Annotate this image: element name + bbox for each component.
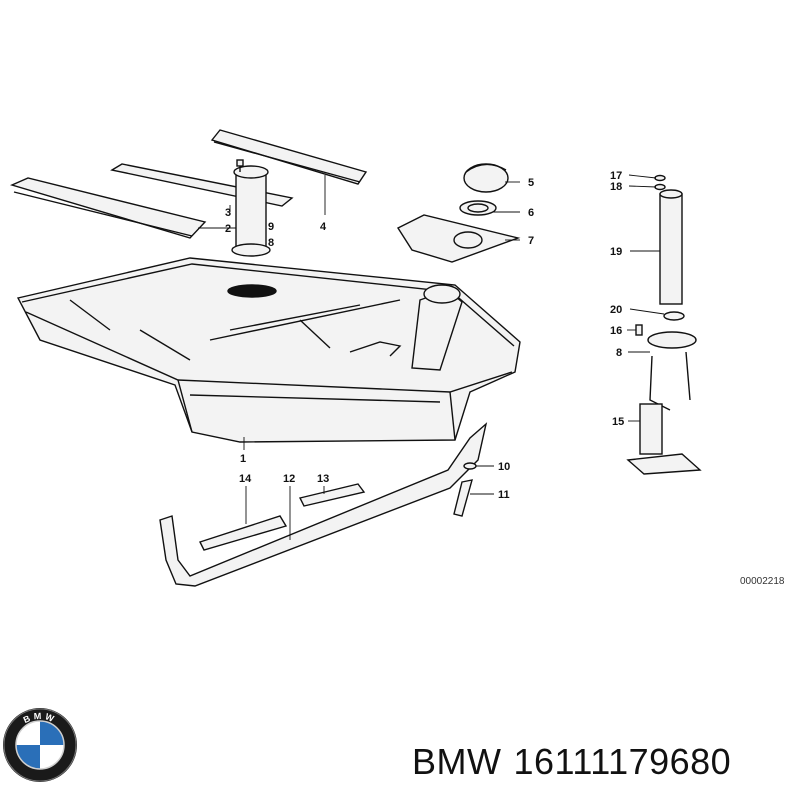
- flange-part-8: [647, 331, 697, 349]
- pad-part-14: [199, 515, 288, 551]
- callout-17: 17: [610, 170, 622, 182]
- callout-15: 15: [612, 416, 624, 428]
- callout-13: 13: [317, 473, 329, 485]
- callout-1: 1: [240, 453, 246, 465]
- callout-3: 3: [225, 207, 231, 219]
- callout-4: 4: [320, 221, 327, 233]
- diagram-reference-number: 00002218: [740, 576, 785, 587]
- callout-19: 19: [610, 246, 622, 258]
- strip-part-2: [9, 177, 207, 239]
- callout-2: 2: [225, 223, 231, 235]
- callout-16: 16: [610, 325, 622, 337]
- callout-12: 12: [283, 473, 295, 485]
- strip-part-4: [210, 129, 368, 185]
- mounting-bracket-part-7: [396, 214, 521, 263]
- ring-part-20: [663, 311, 685, 321]
- pump-tube-part-19: [659, 193, 683, 305]
- leader-lines: [198, 174, 665, 540]
- tank-strap-part-12: [159, 422, 488, 587]
- callout-7: 7: [528, 235, 534, 247]
- pad-part-13: [298, 483, 366, 507]
- callout-5: 5: [528, 177, 534, 189]
- bmw-logo-letters: BMW: [22, 711, 58, 725]
- sender-neck-part-9: [231, 159, 271, 257]
- pump-part-15: [639, 403, 663, 455]
- brand-name: BMW: [412, 741, 502, 782]
- part-number-label: BMW 16111179680: [412, 741, 743, 783]
- callout-20: 20: [610, 304, 622, 316]
- fuel-pump-assembly: [626, 174, 702, 475]
- callout-8: 8: [268, 237, 274, 249]
- bolt-part-11: [453, 479, 473, 517]
- fuel-tank-body-part-1: [16, 257, 521, 443]
- callout-11: 11: [498, 489, 510, 501]
- filler-cap-part-5: [463, 163, 509, 193]
- part-number: 16111179680: [513, 741, 732, 782]
- filler-tube: [349, 284, 463, 371]
- callout-14: 14: [239, 473, 252, 485]
- washer-part-10: [463, 462, 477, 470]
- gasket-part-6: [459, 200, 497, 216]
- callout-10: 10: [498, 461, 510, 473]
- bmw-logo: BMW: [3, 708, 77, 782]
- callout-6: 6: [528, 207, 534, 219]
- callout-8-pump: 8: [616, 347, 622, 359]
- callout-9: 9: [268, 221, 274, 233]
- callout-18: 18: [610, 181, 622, 193]
